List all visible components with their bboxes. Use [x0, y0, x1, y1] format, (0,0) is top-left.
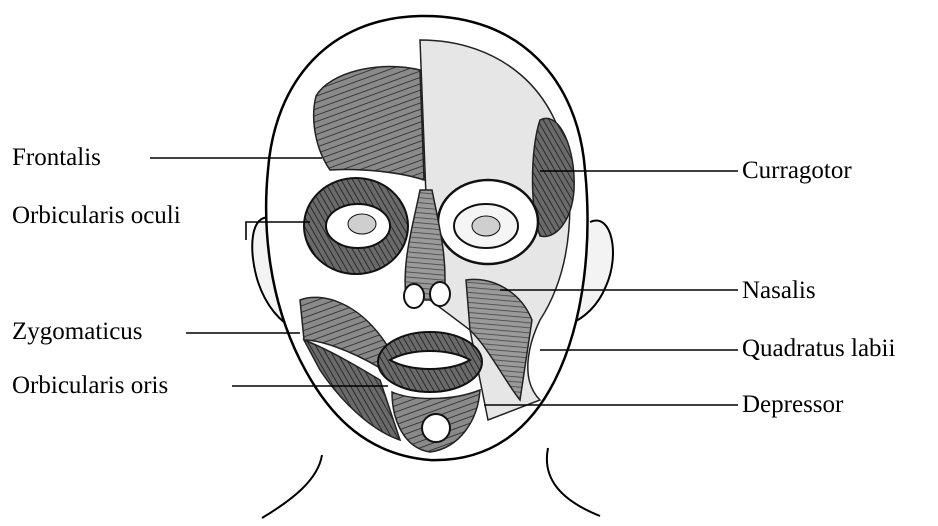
- lips: [390, 351, 470, 369]
- label-orbicularis-oris: Orbicularis oris: [12, 373, 168, 398]
- label-quadratus-labii: Quadratus labii: [742, 336, 895, 361]
- label-frontalis: Frontalis: [12, 145, 101, 170]
- label-nasalis: Nasalis: [742, 278, 816, 303]
- frontalis-muscle: [314, 66, 424, 180]
- label-zygomaticus: Zygomaticus: [12, 319, 143, 344]
- label-depressor: Depressor: [742, 392, 843, 417]
- label-orbicularis-oculi: Orbicularis oculi: [12, 203, 181, 228]
- label-curragotor: Curragotor: [742, 158, 852, 183]
